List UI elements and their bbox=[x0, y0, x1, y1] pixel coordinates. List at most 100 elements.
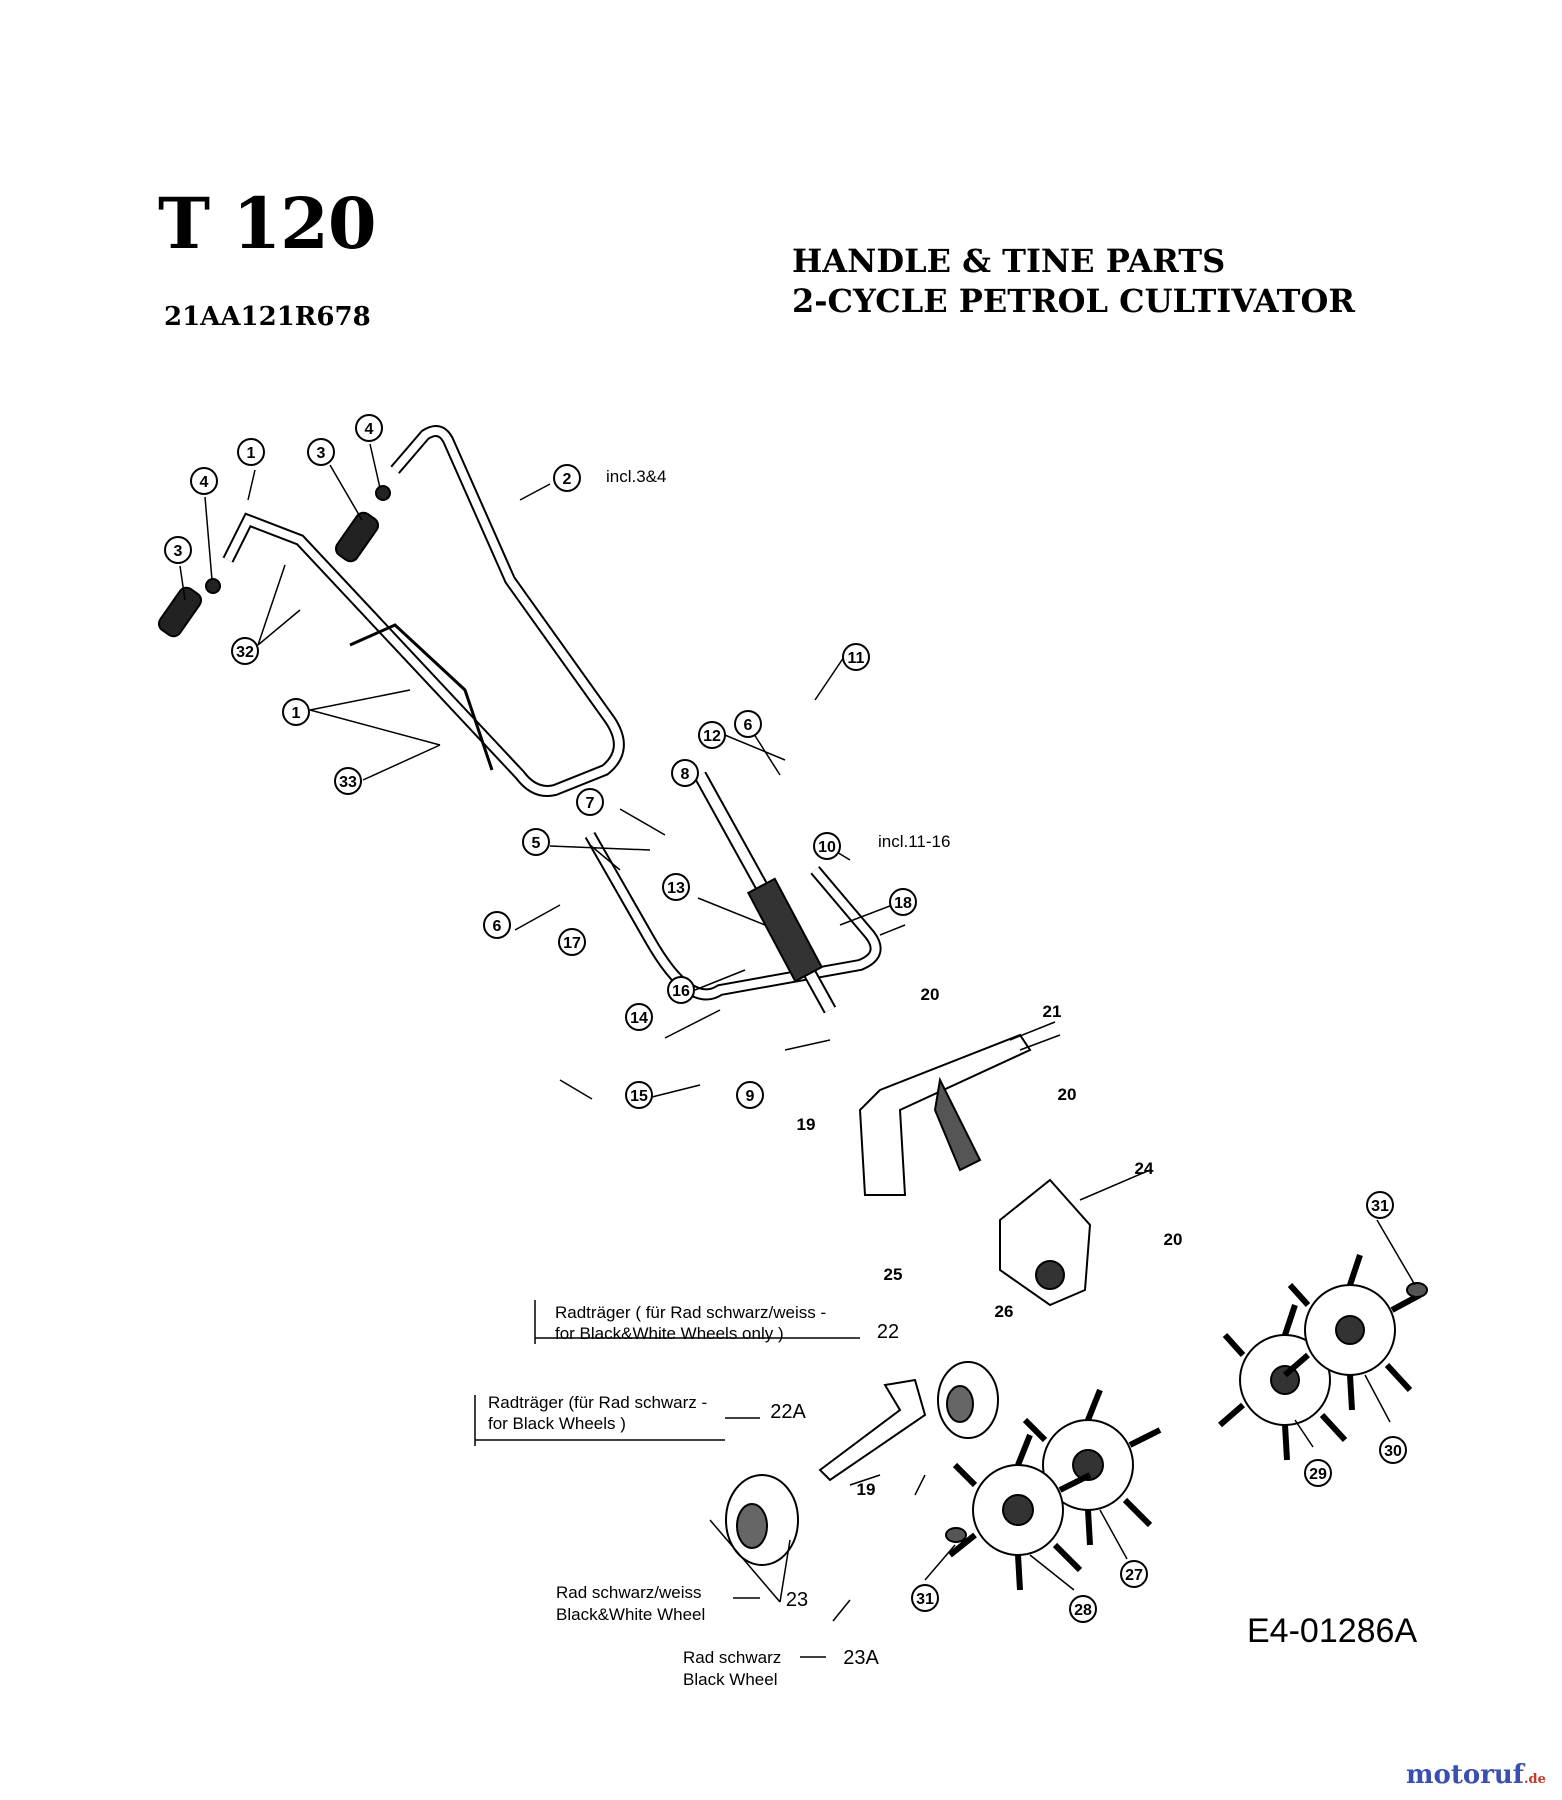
note-rad-bw-line1: Rad schwarz/weiss bbox=[556, 1583, 702, 1602]
svg-text:6: 6 bbox=[744, 717, 753, 734]
note-radtraeger-b-line1: Radträger (für Rad schwarz - bbox=[488, 1393, 708, 1412]
callout-3-right: 3 bbox=[307, 438, 335, 466]
callout-5: 5 bbox=[522, 828, 550, 856]
clip-31-upper bbox=[1406, 1282, 1428, 1298]
drawing-code: E4-01286A bbox=[1247, 1612, 1418, 1650]
gear-housing bbox=[999, 1178, 1092, 1307]
svg-text:30: 30 bbox=[1384, 1443, 1402, 1460]
part-number-20-middle: 20 bbox=[1058, 1085, 1077, 1104]
note-radtraeger-bw-line2: for Black&White Wheels only ) bbox=[555, 1324, 784, 1343]
callout-29: 29 bbox=[1304, 1459, 1332, 1487]
note-incl-handle: incl.3&4 bbox=[606, 467, 667, 486]
part-number-19-upper: 19 bbox=[797, 1115, 816, 1134]
svg-text:1: 1 bbox=[247, 445, 256, 462]
part-number-26: 26 bbox=[995, 1302, 1014, 1321]
model-number: 21AA121R678 bbox=[164, 302, 371, 332]
svg-text:1: 1 bbox=[292, 705, 301, 722]
section-subheading: 2-CYCLE PETROL CULTIVATOR bbox=[792, 282, 1355, 320]
upper-handle bbox=[222, 425, 625, 797]
callout-28: 28 bbox=[1069, 1595, 1097, 1623]
svg-text:13: 13 bbox=[667, 880, 685, 897]
callout-33: 33 bbox=[334, 767, 362, 795]
wheel-bracket bbox=[818, 1378, 927, 1482]
tine-shield bbox=[858, 1033, 1032, 1196]
watermark-brand: motoruf.de bbox=[1406, 1760, 1546, 1790]
svg-text:3: 3 bbox=[317, 445, 326, 462]
note-incl-frame: incl.11-16 bbox=[878, 832, 951, 851]
note-radtraeger-b-line2: for Black Wheels ) bbox=[488, 1414, 626, 1433]
callout-30: 30 bbox=[1379, 1436, 1407, 1464]
svg-text:31: 31 bbox=[916, 1591, 934, 1608]
leader-lines bbox=[179, 443, 1416, 1658]
note-rad-b-line2: Black Wheel bbox=[683, 1670, 778, 1689]
callout-13: 13 bbox=[662, 873, 690, 901]
svg-text:11: 11 bbox=[848, 650, 865, 667]
svg-text:28: 28 bbox=[1074, 1602, 1092, 1619]
part-number-23a: 23A bbox=[843, 1647, 879, 1669]
wheel-lower bbox=[725, 1474, 799, 1566]
svg-text:27: 27 bbox=[1125, 1567, 1143, 1584]
svg-text:8: 8 bbox=[681, 766, 690, 783]
svg-text:31: 31 bbox=[1371, 1198, 1389, 1215]
svg-text:9: 9 bbox=[746, 1088, 755, 1105]
lower-handle bbox=[584, 771, 882, 1014]
callout-31-left: 31 bbox=[911, 1584, 939, 1612]
svg-text:29: 29 bbox=[1309, 1466, 1327, 1483]
svg-text:17: 17 bbox=[563, 935, 581, 952]
note-radtraeger-bw-line1: Radträger ( für Rad schwarz/weiss - bbox=[555, 1303, 827, 1322]
callout-6-left: 6 bbox=[483, 911, 511, 939]
callout-9: 9 bbox=[736, 1081, 764, 1109]
callout-32: 32 bbox=[231, 637, 259, 665]
callout-17: 17 bbox=[558, 928, 586, 956]
callout-15: 15 bbox=[625, 1081, 653, 1109]
callout-27: 27 bbox=[1120, 1560, 1148, 1588]
part-number-25: 25 bbox=[884, 1265, 903, 1284]
svg-text:4: 4 bbox=[200, 474, 209, 491]
section-heading: HANDLE & TINE PARTS bbox=[792, 242, 1226, 280]
callout-7: 7 bbox=[576, 788, 604, 816]
control-cable bbox=[349, 623, 494, 771]
tine-30 bbox=[1283, 1254, 1422, 1411]
svg-text:32: 32 bbox=[236, 644, 254, 661]
callout-6-top: 6 bbox=[734, 710, 762, 738]
callout-18: 18 bbox=[889, 888, 917, 916]
svg-text:14: 14 bbox=[630, 1010, 648, 1027]
callout-4-left: 4 bbox=[190, 467, 218, 495]
callout-1-top: 1 bbox=[237, 438, 265, 466]
svg-text:3: 3 bbox=[174, 543, 183, 560]
part-number-22a: 22A bbox=[770, 1401, 806, 1423]
part-number-22: 22 bbox=[877, 1321, 899, 1343]
part-number-21: 21 bbox=[1043, 1002, 1062, 1021]
svg-text:18: 18 bbox=[894, 895, 912, 912]
watermark-name: motoruf bbox=[1406, 1760, 1524, 1790]
grip-cap-right bbox=[375, 485, 391, 501]
callout-10: 10 bbox=[813, 832, 841, 860]
grip-cap-left bbox=[205, 578, 221, 594]
watermark-tld: .de bbox=[1524, 1772, 1546, 1787]
svg-text:10: 10 bbox=[818, 839, 836, 856]
svg-text:7: 7 bbox=[586, 795, 595, 812]
note-rad-bw-line2: Black&White Wheel bbox=[556, 1605, 706, 1624]
handle-grip-left bbox=[157, 586, 203, 638]
svg-text:12: 12 bbox=[703, 728, 721, 745]
svg-text:15: 15 bbox=[630, 1088, 648, 1105]
part-number-23: 23 bbox=[786, 1589, 808, 1611]
handle-grip-right bbox=[334, 511, 380, 563]
callout-16: 16 bbox=[667, 976, 695, 1004]
tine-28 bbox=[948, 1433, 1092, 1591]
model-title: T 120 bbox=[158, 182, 377, 265]
wheel-upper bbox=[937, 1361, 999, 1439]
part-number-24: 24 bbox=[1135, 1159, 1154, 1178]
svg-text:16: 16 bbox=[672, 983, 690, 1000]
part-number-20-lower: 20 bbox=[1164, 1230, 1183, 1249]
callout-2: 2 bbox=[553, 464, 581, 492]
svg-text:5: 5 bbox=[532, 835, 541, 852]
svg-text:33: 33 bbox=[339, 774, 357, 791]
part-number-20-upper: 20 bbox=[921, 985, 940, 1004]
callout-11: 11 bbox=[842, 643, 870, 671]
clip-31-lower bbox=[945, 1527, 967, 1543]
svg-text:2: 2 bbox=[563, 471, 572, 488]
callout-8: 8 bbox=[671, 759, 699, 787]
callout-14: 14 bbox=[625, 1003, 653, 1031]
